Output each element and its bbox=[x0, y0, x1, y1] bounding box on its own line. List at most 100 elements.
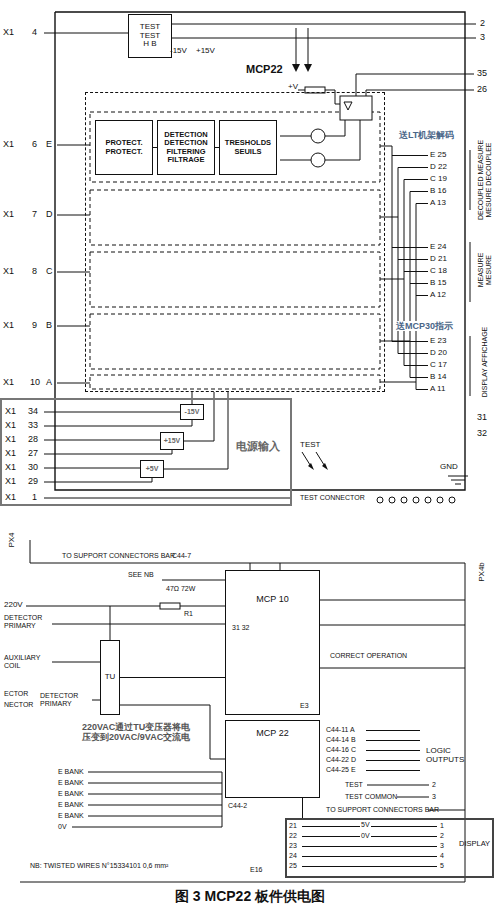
vertical-label: PX4 bbox=[7, 532, 16, 547]
wire bbox=[172, 38, 476, 39]
arrow-head bbox=[304, 64, 312, 72]
pin-label: 21 bbox=[289, 822, 297, 830]
pin-label: X1 bbox=[5, 434, 16, 444]
pin-label: B bbox=[46, 320, 52, 330]
pin-label: CORRECT OPERATION bbox=[330, 652, 407, 660]
pin-label: NB: TWISTED WIRES N°15334101 0,6 mm² bbox=[30, 862, 168, 870]
pin-label: 4 bbox=[440, 852, 444, 860]
wire bbox=[470, 242, 471, 302]
bus-wire bbox=[410, 192, 411, 378]
wire bbox=[44, 478, 152, 482]
node-label: MCP 22 bbox=[226, 729, 319, 739]
pin-label: R1 bbox=[184, 610, 193, 618]
pin-label: 22 bbox=[289, 832, 297, 840]
pin-label: 3 bbox=[432, 793, 436, 801]
pin-label: 10 bbox=[30, 377, 40, 387]
pin-label: C 17 bbox=[430, 360, 447, 369]
node-label: 电源输入 bbox=[236, 440, 290, 452]
connector-pin bbox=[377, 497, 383, 503]
module-box: TU bbox=[100, 640, 120, 715]
pin-label: C44-25 E bbox=[326, 766, 356, 774]
wire bbox=[44, 412, 180, 413]
pin-label: D 20 bbox=[430, 348, 447, 357]
pin-label: E 24 bbox=[430, 242, 446, 251]
pin-label: B 15 bbox=[430, 278, 446, 287]
bus-wire bbox=[380, 279, 404, 280]
pin-label: 1 bbox=[440, 822, 444, 830]
wire bbox=[397, 797, 429, 798]
pin-label: C44-16 C bbox=[326, 746, 356, 754]
node-label: -15V bbox=[185, 408, 200, 416]
node-label: +15V bbox=[164, 437, 181, 445]
channel-band bbox=[90, 112, 380, 182]
pin-label: 送MCP30指示 bbox=[395, 321, 454, 331]
resistor-symbol bbox=[160, 603, 180, 609]
bus-wire bbox=[380, 382, 416, 383]
pin-label: E BANK bbox=[58, 768, 84, 776]
pin-label: 34 bbox=[28, 406, 38, 416]
pin-label: C 18 bbox=[430, 266, 447, 275]
pin-label: TO SUPPORT CONNECTORS BAR bbox=[62, 552, 175, 560]
vertical-label: DECOUPLED MEASURE MESURE DECOUPLEE bbox=[477, 136, 493, 224]
pin-label: A 13 bbox=[430, 198, 446, 207]
pin-label: A bbox=[46, 377, 52, 387]
node-label: TRESHOLDS SEUILS bbox=[221, 139, 275, 156]
connector-pin bbox=[413, 497, 419, 503]
bus-wire bbox=[404, 180, 405, 366]
pin-label: 1 bbox=[32, 492, 37, 502]
pin-label: 0V bbox=[360, 832, 371, 840]
pin-label: E 23 bbox=[430, 336, 446, 345]
pin-label: TEST CONNECTOR bbox=[300, 494, 365, 502]
channel-band bbox=[90, 252, 380, 307]
wire bbox=[44, 440, 160, 441]
wire bbox=[52, 662, 100, 663]
node-label: PROTECT. PROTECT. bbox=[97, 139, 151, 156]
node-label: MCP22 bbox=[246, 63, 283, 75]
pin-label: TEST bbox=[345, 781, 363, 789]
module-box: +15V bbox=[160, 432, 184, 450]
bus-wire bbox=[392, 155, 428, 156]
arrow-head bbox=[292, 64, 300, 72]
wire bbox=[465, 563, 466, 882]
node-label: TEST TEST bbox=[130, 23, 170, 41]
arrow-head bbox=[322, 463, 328, 470]
vertical-label: PX4b bbox=[477, 562, 486, 582]
module-box: TRESHOLDS SEUILS bbox=[219, 120, 277, 175]
node-label: MCP 10 bbox=[226, 595, 319, 605]
pin-label: X1 bbox=[3, 377, 14, 387]
optocoupler-symbol bbox=[340, 96, 372, 120]
pin-label: C44-7 bbox=[172, 552, 191, 560]
connector bbox=[302, 798, 303, 818]
vertical-label: DISPLAY AFFICHAGE bbox=[481, 326, 489, 398]
wire bbox=[451, 480, 465, 481]
pin-label: E3 bbox=[300, 702, 309, 710]
pin-label: LOGIC OUTPUTS bbox=[426, 746, 471, 764]
channel-band bbox=[90, 375, 380, 389]
pin-label: 6 bbox=[32, 139, 37, 149]
pin-label: E BANK bbox=[58, 801, 84, 809]
pin-label: 29 bbox=[28, 476, 38, 486]
pin-label: D 22 bbox=[430, 162, 447, 171]
wire bbox=[280, 160, 311, 161]
pin-label: 25 bbox=[289, 862, 297, 870]
pin-label: E 25 bbox=[430, 150, 446, 159]
wire bbox=[222, 772, 223, 827]
module-box: MCP 10 bbox=[225, 570, 320, 715]
wire bbox=[366, 90, 474, 96]
pin-label: X1 bbox=[3, 139, 14, 149]
wire bbox=[92, 700, 100, 701]
pin-label: 47Ω 72W bbox=[166, 585, 195, 593]
bus-wire bbox=[398, 353, 428, 354]
wire bbox=[455, 484, 461, 485]
wire bbox=[44, 498, 290, 499]
pin-label: 2 bbox=[432, 781, 436, 789]
wire bbox=[72, 827, 222, 828]
node-label: +5V bbox=[146, 465, 159, 473]
pin-label: 9 bbox=[32, 320, 37, 330]
bus-wire bbox=[410, 191, 428, 192]
pin-label: TEST COMMON bbox=[345, 793, 397, 801]
logic-wire bbox=[366, 740, 420, 741]
pin-label: C44-14 B bbox=[326, 736, 356, 744]
bus-wire bbox=[392, 146, 393, 342]
module-box: MCP 22 bbox=[225, 720, 320, 798]
